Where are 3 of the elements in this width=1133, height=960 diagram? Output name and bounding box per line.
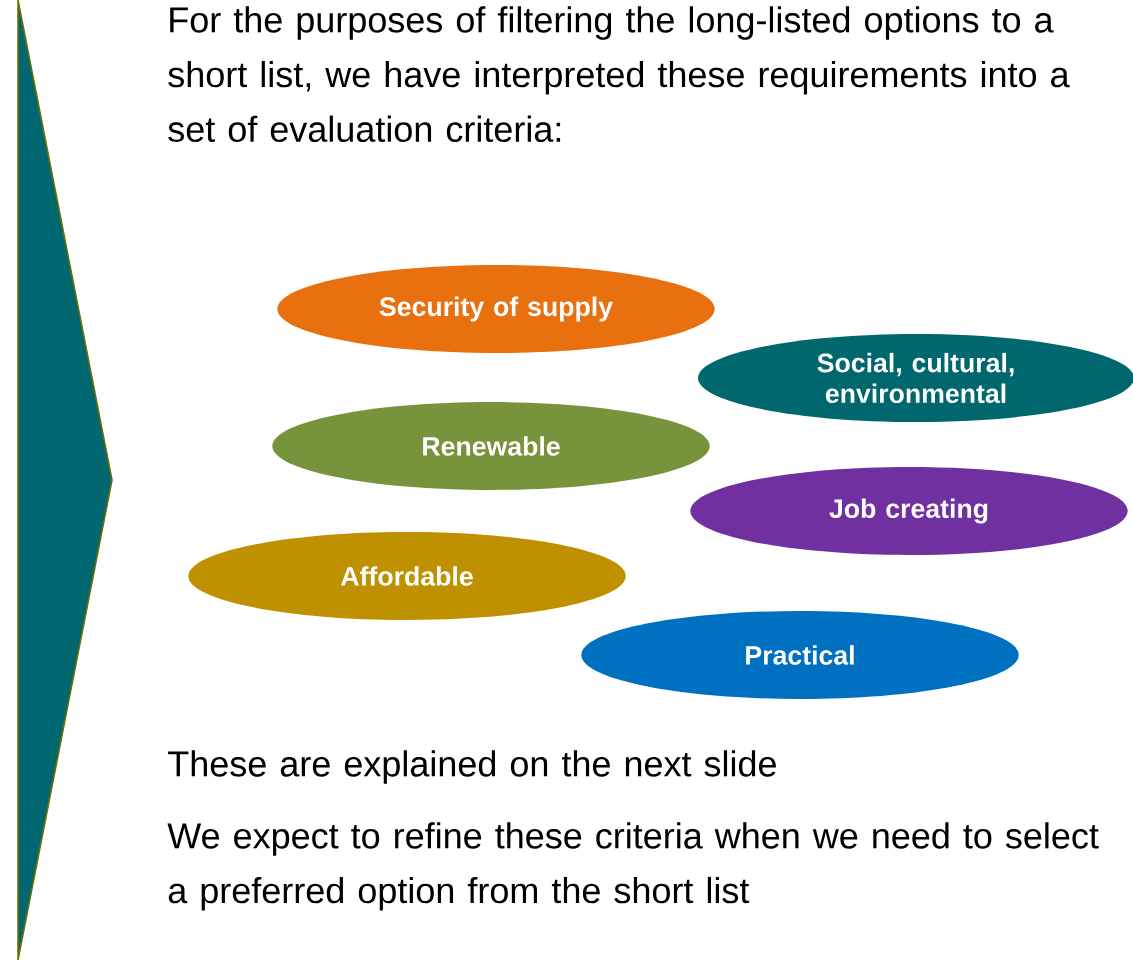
paragraph-text: For the purposes of filtering the long-listed options to a short list, we have interpreted these requirements into a set of evaluation criteria: (168, 6, 1070, 143)
paragraph-text: These are explained on the next slide (168, 750, 776, 784)
paragraph-text: We expect to refine these criteria when we need to select a preferred option from the short list (167, 822, 1099, 911)
